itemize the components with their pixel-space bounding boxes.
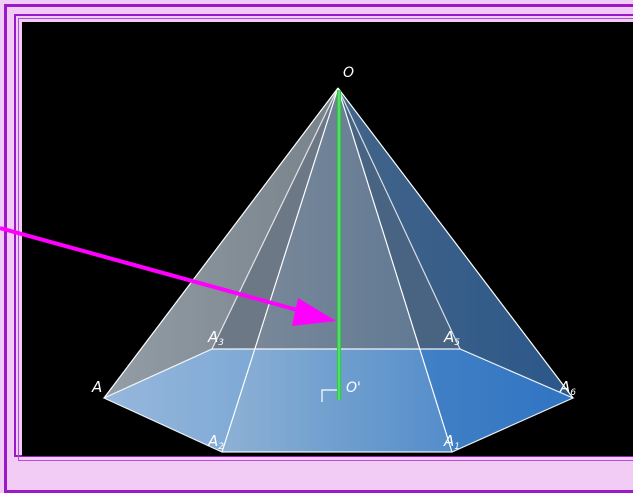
vertex-label-a2: A2 bbox=[207, 432, 224, 452]
arrow-shaft bbox=[0, 226, 313, 316]
vertex-label-a: A bbox=[91, 378, 102, 396]
foot-label: O' bbox=[346, 380, 361, 396]
edge-o-a6 bbox=[337, 87, 574, 399]
pyramid-canvas: O O' A A2 A1 A6 A5 A3 bbox=[22, 22, 633, 456]
base-edges bbox=[102, 348, 575, 453]
edge-o-a bbox=[103, 87, 339, 399]
edge-o-a2 bbox=[221, 87, 339, 453]
pyramid-edges bbox=[102, 87, 575, 453]
hexagonal-pyramid-diagram bbox=[102, 87, 575, 453]
vertex-label-a6: A6 bbox=[559, 378, 576, 398]
vertex-label-a1: A1 bbox=[443, 432, 460, 452]
edge-o-a5 bbox=[337, 87, 461, 350]
vertex-label-a5: A5 bbox=[443, 328, 460, 348]
apex-label: O bbox=[343, 65, 354, 81]
pointer-arrow bbox=[0, 226, 336, 326]
vertex-label-a3: A3 bbox=[207, 328, 224, 348]
slide-frame: O O' A A2 A1 A6 A5 A3 bbox=[0, 4, 633, 493]
edge-o-a1 bbox=[337, 87, 453, 453]
diagram-labels: O O' A A2 A1 A6 A5 A3 bbox=[91, 65, 576, 452]
face-front-left bbox=[104, 88, 338, 452]
right-angle-marker bbox=[321, 389, 340, 402]
face-front-right bbox=[338, 88, 573, 452]
inner-border-line bbox=[18, 18, 633, 461]
inner-border bbox=[14, 14, 633, 457]
edge-o-a3 bbox=[211, 87, 339, 350]
arrow-head bbox=[292, 298, 336, 326]
